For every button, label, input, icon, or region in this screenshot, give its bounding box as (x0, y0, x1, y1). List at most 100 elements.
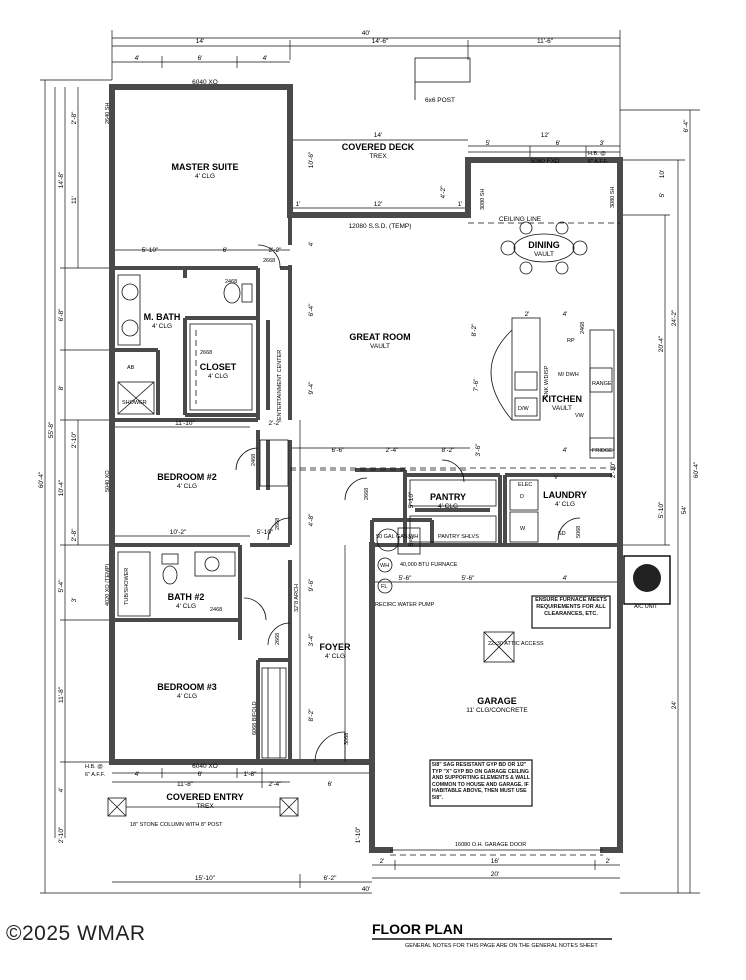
svg-text:H.B. @: H.B. @ (588, 151, 606, 157)
svg-text:40,000 BTU FURNACE: 40,000 BTU FURNACE (400, 562, 458, 568)
svg-text:3': 3' (600, 140, 605, 147)
svg-text:5'-10": 5'-10" (408, 491, 415, 508)
svg-text:14': 14' (196, 38, 204, 45)
svg-text:6" A.F.F.: 6" A.F.F. (588, 159, 608, 165)
svg-text:TUB/SHOWER: TUB/SHOWER (124, 568, 130, 605)
svg-text:2': 2' (380, 858, 385, 865)
svg-text:16080 O.H. GARAGE DOOR: 16080 O.H. GARAGE DOOR (455, 842, 526, 848)
dimension-lines (40, 30, 700, 894)
svg-text:2'-2": 2'-2" (269, 247, 283, 254)
svg-text:60'-4": 60'-4" (38, 471, 45, 488)
fixtures (107, 57, 671, 817)
svg-text:2': 2' (606, 858, 611, 865)
svg-text:9'-4": 9'-4" (308, 381, 315, 395)
svg-text:16': 16' (491, 858, 499, 865)
furnace-note: ENSURE FURNACE MEETS REQUIREMENTS FOR AL… (535, 597, 607, 617)
svg-text:5'-10": 5'-10" (257, 529, 274, 536)
svg-text:11'-8": 11'-8" (177, 781, 194, 788)
svg-text:SD: SD (558, 531, 566, 537)
svg-text:PANTRY SHLVS: PANTRY SHLVS (438, 534, 479, 540)
svg-text:AB: AB (127, 365, 135, 371)
svg-text:A/C UNIT: A/C UNIT (634, 604, 658, 610)
dining-label: DINING (528, 240, 560, 250)
svg-text:14'-6": 14'-6" (372, 38, 389, 45)
svg-text:2'-10": 2'-10" (610, 461, 617, 478)
svg-text:10'-6": 10'-6" (308, 151, 315, 168)
svg-text:4' CLG: 4' CLG (325, 653, 345, 660)
svg-text:14': 14' (374, 132, 382, 139)
svg-text:5'-10": 5'-10" (658, 501, 665, 518)
svg-text:4' CLG: 4' CLG (177, 483, 197, 490)
furnace-note-box (531, 595, 611, 629)
svg-text:2668: 2668 (200, 350, 212, 356)
svg-text:5'-6": 5'-6" (399, 575, 413, 582)
svg-text:4020 XO (TEMP): 4020 XO (TEMP) (105, 564, 111, 606)
svg-text:2468: 2468 (251, 454, 257, 466)
svg-text:5080 FXD: 5080 FXD (530, 158, 560, 165)
svg-text:10'-2": 10'-2" (170, 529, 187, 536)
svg-text:ENTERTAINMENT CENTER: ENTERTAINMENT CENTER (277, 350, 283, 420)
svg-text:H.B. @: H.B. @ (85, 764, 103, 770)
svg-text:RANGE: RANGE (592, 381, 612, 387)
svg-text:SNK W/DISP: SNK W/DISP (544, 365, 550, 398)
svg-text:12': 12' (374, 201, 382, 208)
svg-text:20': 20' (491, 871, 499, 878)
svg-text:W: W (520, 526, 526, 532)
svg-text:3068: 3068 (344, 733, 350, 745)
svg-text:SHOWER: SHOWER (122, 400, 147, 406)
svg-text:6'-4": 6'-4" (308, 303, 315, 317)
svg-text:5': 5' (486, 140, 491, 147)
svg-text:4': 4' (135, 55, 140, 62)
svg-text:4': 4' (308, 242, 315, 247)
svg-text:VAULT: VAULT (552, 405, 572, 412)
svg-text:2640 SH: 2640 SH (105, 103, 111, 124)
garage-label: GARAGE (477, 696, 517, 706)
svg-text:4': 4' (263, 55, 268, 62)
svg-text:4'-2": 4'-2" (440, 185, 447, 199)
exterior-walls (109, 84, 623, 856)
svg-text:2468: 2468 (580, 322, 586, 334)
room-labels: MASTER SUITE 4' CLG COVERED DECK TREX M.… (122, 142, 587, 810)
copyright-watermark: ©2025 WMAR (6, 922, 146, 945)
svg-text:4': 4' (563, 447, 568, 454)
annotation-labels: 6040 XO 6x6 POST 2640 SH 12080 S.S.D. (T… (85, 79, 658, 848)
svg-text:1': 1' (458, 201, 463, 208)
svg-text:11'-6": 11'-6" (537, 38, 554, 45)
svg-text:6'-2": 6'-2" (324, 875, 338, 882)
svg-text:4'-8": 4'-8" (308, 513, 315, 527)
svg-text:11'-10": 11'-10" (175, 420, 195, 427)
svg-text:FL: FL (381, 584, 387, 590)
svg-text:4' CLG: 4' CLG (438, 503, 458, 510)
svg-text:11'-8": 11'-8" (58, 686, 65, 703)
svg-text:7'-6": 7'-6" (473, 378, 480, 392)
svg-text:8'-2": 8'-2" (442, 447, 456, 454)
svg-text:2468: 2468 (225, 279, 237, 285)
svg-text:5040 XO: 5040 XO (105, 470, 111, 492)
great-room-label: GREAT ROOM (349, 332, 410, 342)
svg-text:12': 12' (541, 132, 549, 139)
svg-text:WH: WH (380, 563, 389, 569)
svg-text:50 GAL GAS WH: 50 GAL GAS WH (376, 534, 418, 540)
svg-text:CEILING LINE: CEILING LINE (499, 216, 542, 223)
bedroom-3-label: BEDROOM #3 (157, 682, 217, 692)
svg-text:V: V (554, 475, 558, 481)
pantry-label: PANTRY (430, 492, 466, 502)
svg-text:6': 6' (328, 781, 333, 788)
title-block: FLOOR PLAN GENERAL NOTES FOR THIS PAGE A… (372, 921, 612, 949)
svg-text:4' CLG: 4' CLG (152, 323, 172, 330)
svg-text:6040 XO: 6040 XO (192, 79, 218, 86)
svg-text:8'-2": 8'-2" (308, 708, 315, 722)
svg-text:55'-8": 55'-8" (48, 421, 55, 438)
plan-title: FLOOR PLAN (372, 921, 463, 937)
svg-text:18" STONE COLUMN WITH 8" POST: 18" STONE COLUMN WITH 8" POST (130, 822, 223, 828)
svg-text:2'-4": 2'-4" (269, 781, 283, 788)
svg-text:2668: 2668 (275, 633, 281, 645)
svg-text:24': 24' (671, 701, 678, 709)
closet-label: CLOSET (200, 362, 237, 372)
dimension-text: 40' 14' 14'-6" 11'-6" 4' 6' 4' 14' 12' 5… (38, 30, 700, 893)
svg-text:6'-8": 6'-8" (58, 308, 65, 322)
svg-text:40': 40' (362, 886, 370, 893)
m-bath-label: M. BATH (144, 312, 181, 322)
svg-text:4': 4' (58, 788, 65, 793)
